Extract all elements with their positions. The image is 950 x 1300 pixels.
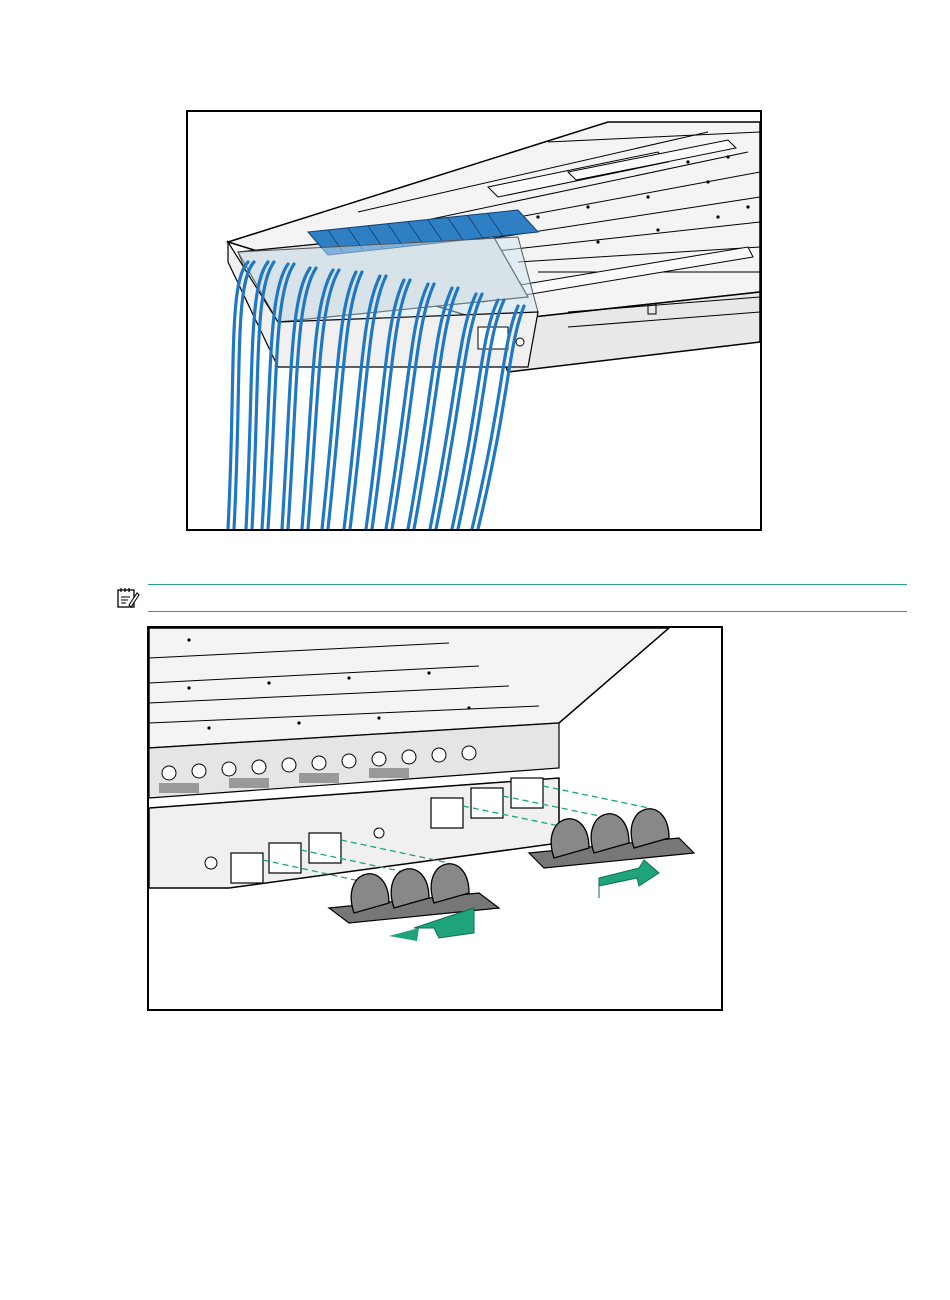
server-cable-routing-figure: [186, 110, 762, 531]
note-top-rule: [148, 584, 907, 585]
cable-management-clip-install-illustration: [149, 628, 721, 1009]
cable-clip-install-figure: [147, 626, 723, 1011]
note-bottom-rule: [148, 611, 907, 612]
server-cable-routing-illustration: [188, 112, 760, 529]
note-block: [110, 584, 907, 612]
note-icon: [116, 587, 140, 609]
